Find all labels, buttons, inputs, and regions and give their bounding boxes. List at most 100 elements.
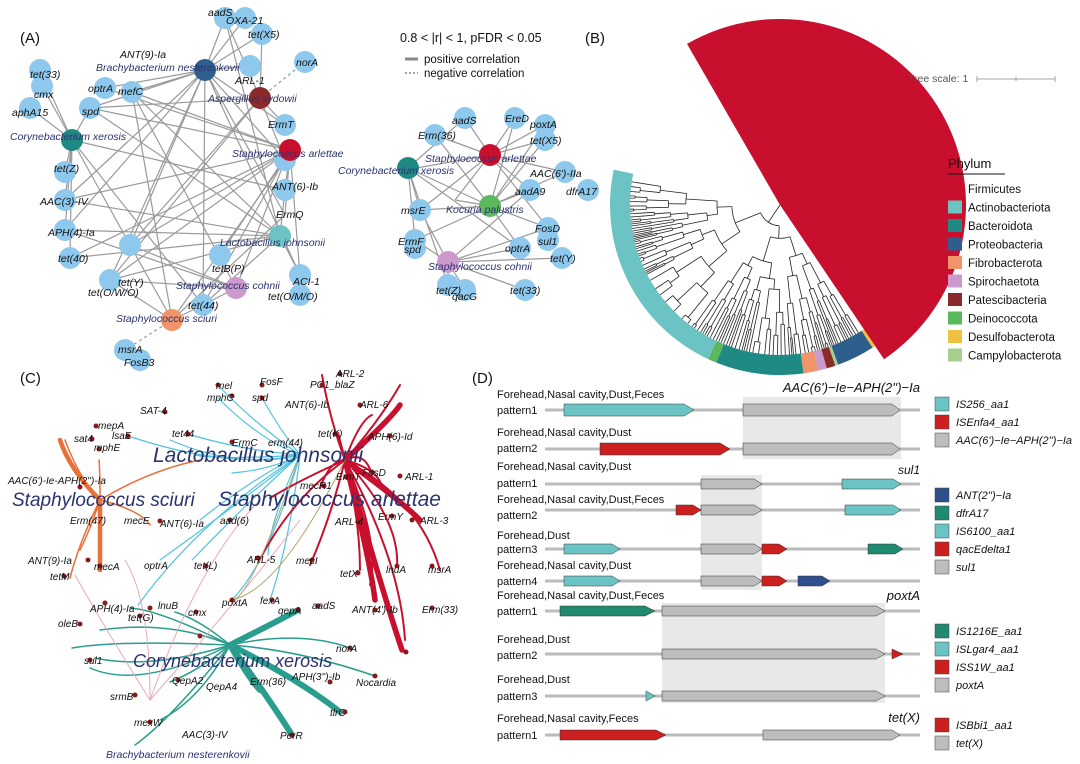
tree-branch <box>632 211 655 215</box>
tree-branch-arc <box>833 324 838 327</box>
phylum-swatch <box>948 274 962 288</box>
pattern-sources: Forehead,Dust <box>497 530 570 542</box>
gene-label: poxtA <box>221 598 248 609</box>
tree-leaf <box>665 300 668 303</box>
gene-label: ANT(4')-Ib <box>351 605 398 616</box>
gene-title: AAC(6')−Ie−APH(2'')−Ia <box>782 380 920 395</box>
tree-branch <box>808 312 816 336</box>
phylum-sector <box>813 349 827 371</box>
tree-branch-arc <box>760 276 775 280</box>
tree-branch <box>706 213 718 217</box>
pattern-sources: Forehead,Nasal cavity,Dust,Feces <box>497 389 665 401</box>
panel-c-gene-dots <box>61 371 435 738</box>
tree-branch <box>651 222 682 229</box>
legend-a: 0.8 < |r| < 1, pFDR < 0.05 positive corr… <box>400 31 542 80</box>
gene-label: fexA <box>260 596 280 607</box>
gene-label: qepA <box>278 606 302 617</box>
hub-a2-corynebacterium <box>397 157 419 179</box>
tree-branch <box>636 240 641 242</box>
gene-label: ANT(6)-Ib <box>271 181 318 193</box>
tree-branch <box>633 186 641 189</box>
tree-branch <box>665 241 691 253</box>
tree-scale-bar <box>976 76 1056 82</box>
gene-arrow <box>891 648 904 660</box>
hub-a2-kocuria <box>479 195 501 217</box>
tree-branch <box>801 253 808 265</box>
tree-branch <box>720 307 727 318</box>
tree-branch <box>842 317 853 335</box>
panel-label-d: (D) <box>472 370 493 387</box>
tree-branch <box>676 255 702 273</box>
gene-label: tet(Z) <box>436 285 461 297</box>
tree-branch <box>740 291 748 310</box>
tree-branch <box>640 216 671 221</box>
tree-branch <box>713 280 729 302</box>
tree-branch <box>645 263 656 269</box>
legend-item: poxtA <box>955 680 984 692</box>
tree-branch <box>832 294 847 316</box>
tree-leaf <box>827 344 829 348</box>
species-label-staph-sciuri: Staphylococcus sciuri <box>12 490 195 511</box>
tree-branch <box>752 341 756 351</box>
gene-label: tet(O/W/O) <box>88 287 139 299</box>
tree-branches <box>630 181 859 355</box>
gene-label: aadS <box>208 7 233 19</box>
network-a1-gene-nodes <box>19 7 316 371</box>
gene-label: ANT(6)-Ia <box>159 519 204 530</box>
gene-label: tet44 <box>172 429 195 440</box>
tree-leaf <box>712 323 722 340</box>
legend-item: ISS1W_aa1 <box>956 662 1015 674</box>
tree-branch <box>648 221 674 227</box>
gene-label: ARL-4 <box>334 517 364 528</box>
gene-label: spd <box>252 393 269 404</box>
tree-branch <box>829 296 843 319</box>
tree-branch-arc <box>787 302 793 304</box>
gene-label: lnuA <box>386 565 406 576</box>
tree-leaf <box>630 215 642 218</box>
tree-branch <box>793 334 797 353</box>
tree-branch <box>836 324 844 339</box>
tree-leaf <box>691 324 694 327</box>
tree-branch <box>809 262 821 284</box>
tree-branch <box>819 314 827 332</box>
tree-branch <box>707 327 713 335</box>
tree-leaf <box>807 347 810 353</box>
tree-branch <box>687 292 709 318</box>
tree-leaf <box>635 243 638 245</box>
tree-branch <box>747 256 753 266</box>
gene-label: erm(44) <box>268 438 303 449</box>
tree-leaf <box>849 335 852 338</box>
tree-branch <box>640 235 662 243</box>
phylum-legend: FirmicutesActinobacteriotaBacteroidotaPr… <box>948 182 1062 363</box>
tree-branch <box>764 329 768 353</box>
tree-branch <box>732 310 743 336</box>
phylum-legend-title: Phylum <box>948 156 991 171</box>
phylum-swatch <box>948 237 962 251</box>
tree-branch <box>642 234 658 239</box>
gene-label: APH(4)-Ia <box>89 604 135 615</box>
legend-condition: 0.8 < |r| < 1, pFDR < 0.05 <box>400 31 542 45</box>
tree-leaf <box>706 334 709 337</box>
tree-branch <box>695 324 697 327</box>
gene-label: ErmC <box>232 438 258 449</box>
phylum-swatch <box>948 311 962 325</box>
tree-branch <box>640 190 660 193</box>
gene-title: poxtA <box>886 588 920 603</box>
tree-branch <box>790 337 793 353</box>
gene-arrow <box>675 504 702 516</box>
tree-branch <box>654 212 671 215</box>
gene-label: cmx <box>188 608 207 619</box>
panel-c-edges <box>57 374 441 746</box>
phylum-swatch <box>948 330 962 343</box>
gene-label: aadS <box>452 115 477 127</box>
tree-branch <box>637 241 653 247</box>
tree-branch <box>750 289 755 300</box>
phylum-swatch <box>948 219 962 232</box>
phylum-ring <box>610 18 967 375</box>
pattern-name: pattern2 <box>497 510 537 522</box>
tree-branch <box>698 302 717 329</box>
species-label-lactobacillus: Lactobacillus johnsonii <box>153 444 364 467</box>
legend-item: dfrA17 <box>956 508 989 520</box>
tree-branch-arc <box>709 325 713 328</box>
tree-leaf <box>655 287 658 290</box>
